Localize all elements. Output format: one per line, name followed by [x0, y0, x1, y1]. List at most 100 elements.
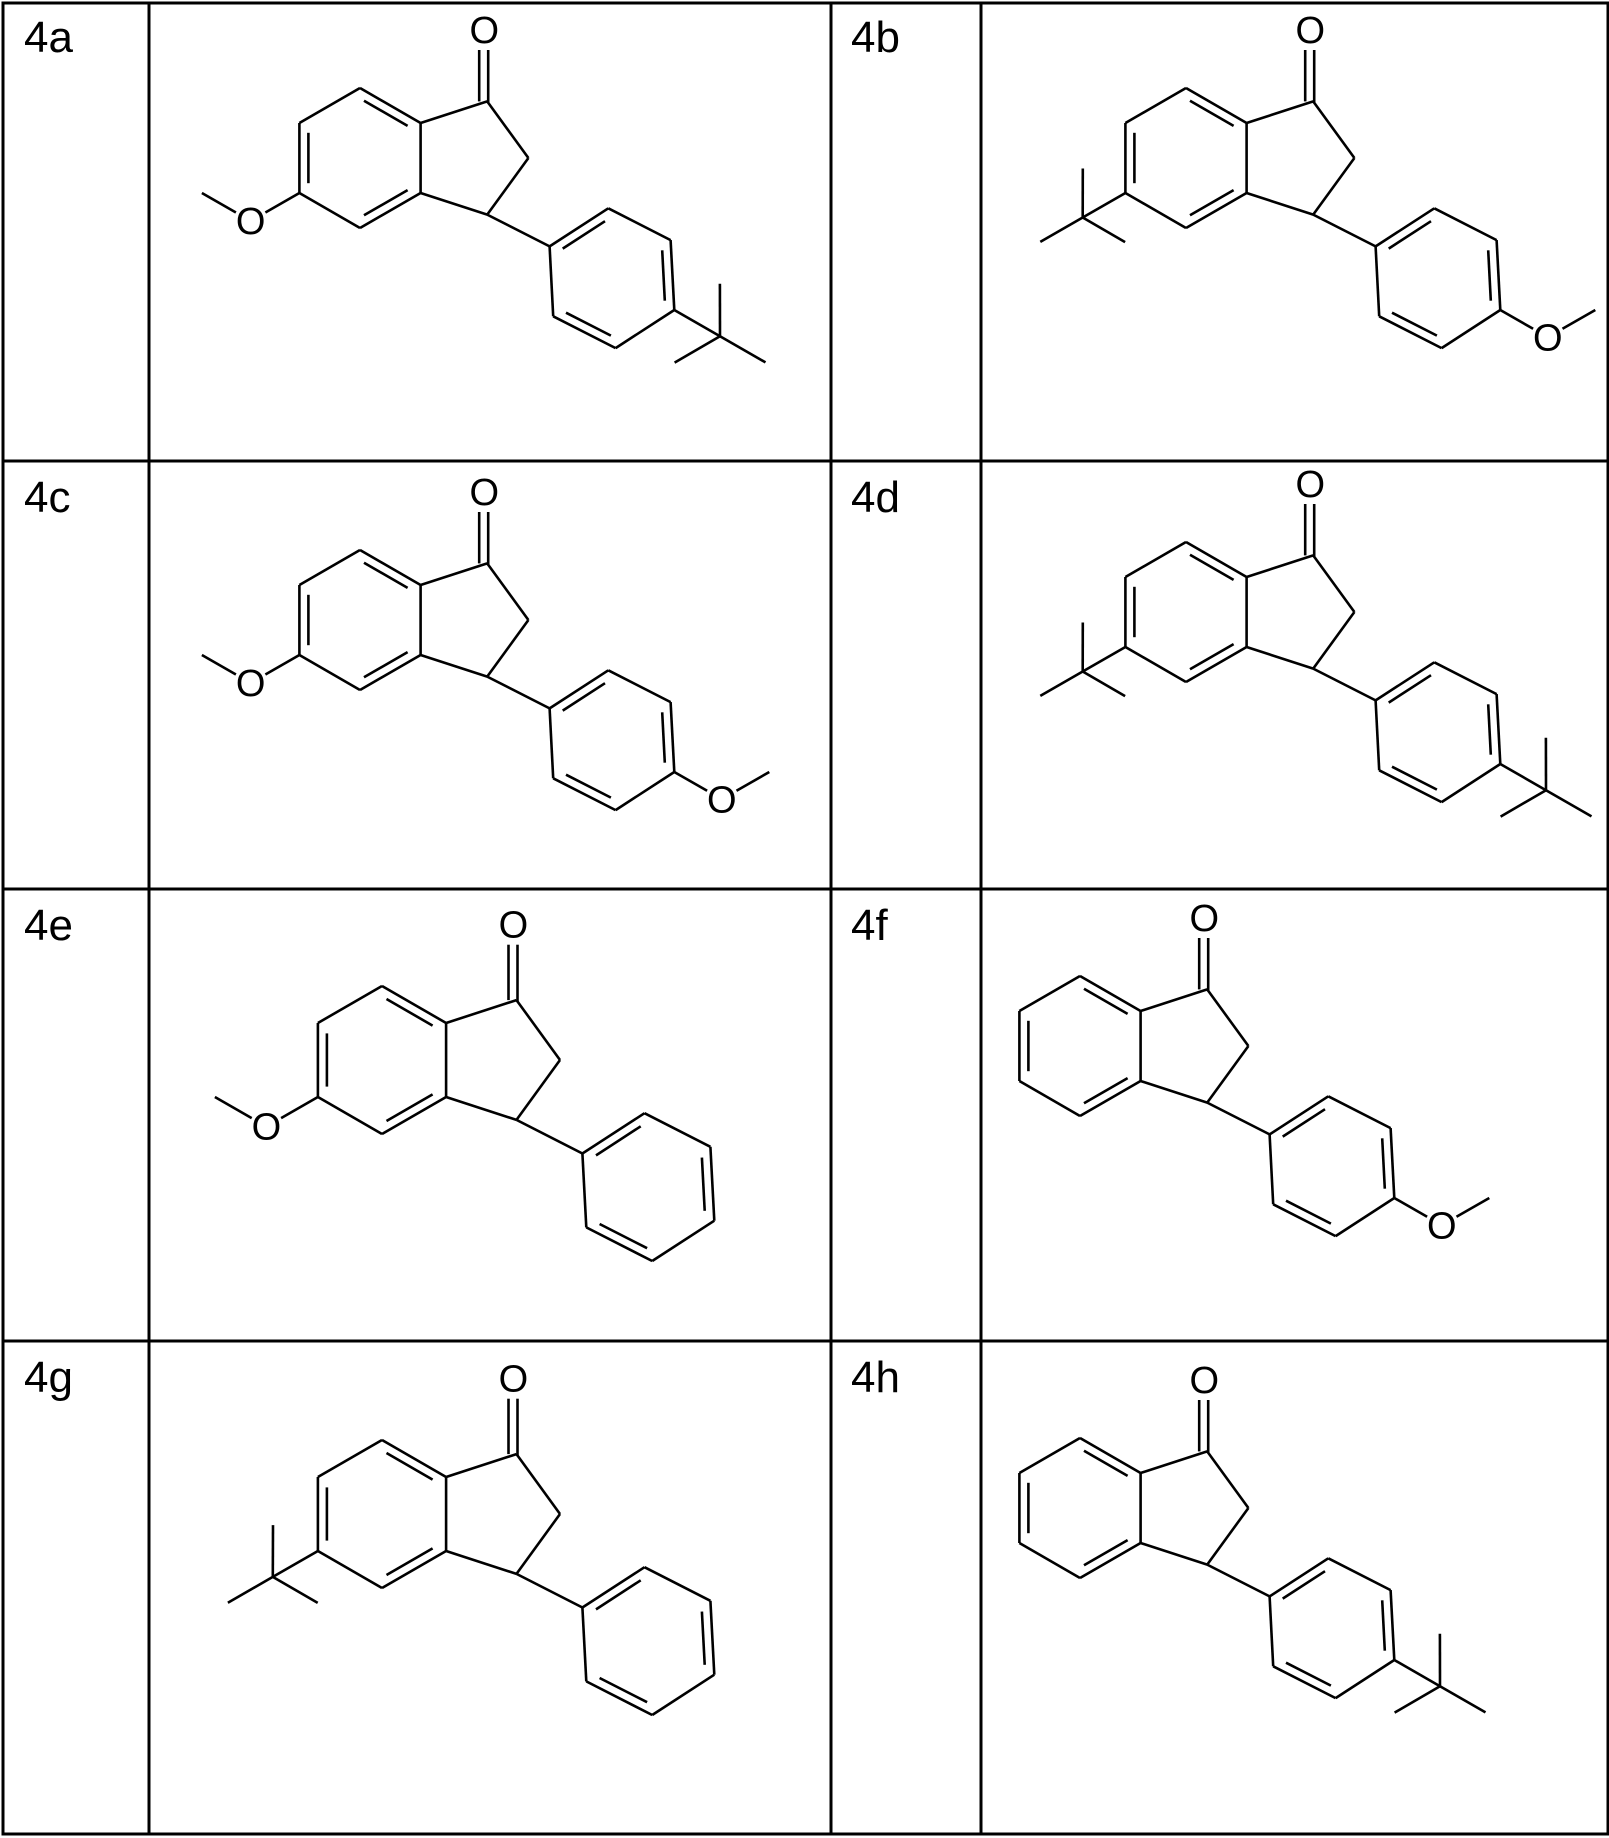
compound-label-4d: 4d	[851, 473, 900, 522]
ring-bond	[382, 1551, 446, 1588]
ring-bond	[582, 1113, 644, 1153]
compound-label-4f: 4f	[851, 901, 888, 950]
ring-bond	[710, 1601, 714, 1675]
ring-bond	[382, 1097, 446, 1134]
ring-bond	[1125, 88, 1186, 123]
methyl-bond	[1546, 790, 1592, 816]
ring-bond	[1336, 1198, 1395, 1236]
tbutyl-bond	[1083, 193, 1126, 218]
double-bond-inner-line	[702, 1158, 705, 1211]
ring-bond	[1019, 1081, 1080, 1116]
ring-bond	[1497, 694, 1501, 764]
ring-bond	[1019, 1438, 1080, 1473]
tbutyl-bond	[1394, 1660, 1440, 1686]
ring-bond	[1391, 1590, 1395, 1660]
double-bond-inner-line	[1488, 250, 1491, 300]
ring-bond	[517, 1454, 561, 1514]
tbutyl-bond	[674, 310, 720, 336]
ring-bond	[487, 563, 528, 620]
methyl-bond	[1040, 672, 1082, 696]
aryl-bond	[1313, 669, 1375, 701]
ring-bond	[299, 193, 360, 228]
double-bond-inner-line	[1084, 989, 1128, 1014]
ring-bond	[710, 1147, 714, 1221]
structure-4e: OO	[215, 905, 714, 1261]
double-bond-inner-line	[600, 1678, 648, 1702]
double-bond-inner-line	[1392, 767, 1437, 790]
ring-bond	[1328, 1558, 1390, 1590]
oxygen-atom-label: O	[1533, 317, 1563, 359]
methyl-bond	[273, 1577, 318, 1603]
double-bond-inner-line	[364, 563, 408, 588]
oxygen-atom-label: O	[1190, 898, 1220, 940]
oxygen-atom-label: O	[470, 472, 500, 514]
ring-bond	[1125, 647, 1186, 682]
aryl-bond	[1207, 1565, 1269, 1597]
ring-bond	[446, 1454, 516, 1477]
ring-bond	[1019, 1543, 1080, 1578]
methoxy-bond	[265, 193, 299, 213]
double-bond-inner-line	[600, 1224, 648, 1248]
ring-bond	[608, 208, 670, 240]
ring-bond	[1247, 647, 1314, 669]
structure-4c: OOO	[202, 472, 769, 821]
structure-4d: O	[1040, 464, 1591, 817]
ring-bond	[382, 1440, 446, 1477]
double-bond-inner-line	[662, 712, 665, 762]
structures-layer: OOOOOOOOOOOOOO	[202, 10, 1595, 1715]
double-bond-inner-line	[1488, 704, 1491, 754]
ring-bond	[487, 620, 528, 677]
ring-bond	[1141, 1081, 1208, 1103]
aryl-bond	[1313, 215, 1375, 247]
methyl-bond	[228, 1577, 273, 1603]
double-bond-inner-line	[364, 190, 408, 215]
ring-bond	[1080, 1081, 1141, 1116]
oxygen-atom-label: O	[236, 663, 266, 705]
aryl-bond	[517, 1574, 583, 1608]
ring-bond	[1186, 88, 1247, 123]
ring-bond	[1434, 208, 1496, 240]
double-bond-inner-line	[566, 775, 611, 798]
compound-label-4g: 4g	[24, 1353, 73, 1402]
ring-bond	[360, 88, 421, 123]
compound-label-4h: 4h	[851, 1353, 900, 1402]
ring-bond	[1376, 208, 1435, 246]
ring-bond	[1141, 1451, 1208, 1473]
ring-bond	[1270, 1096, 1329, 1134]
ring-bond	[318, 1551, 382, 1588]
compound-label-4a: 4a	[24, 13, 73, 62]
methoxy-bond	[281, 1097, 318, 1118]
structure-4a: OO	[202, 10, 766, 363]
oxygen-atom-label: O	[1190, 1360, 1220, 1402]
double-bond-inner-line	[1382, 1138, 1385, 1188]
ring-bond	[586, 1681, 652, 1715]
ring-bond	[487, 101, 528, 158]
methyl-bond	[1440, 1686, 1486, 1712]
compound-label-4b: 4b	[851, 13, 900, 62]
oxygen-atom-label: O	[1296, 464, 1326, 506]
ring-bond	[671, 240, 675, 310]
methoxy-methyl-bond	[1457, 1198, 1490, 1217]
ring-bond	[382, 986, 446, 1023]
double-bond-inner-line	[1392, 313, 1437, 336]
ring-bond	[652, 1221, 714, 1261]
tbutyl-bond	[1500, 764, 1546, 790]
ring-bond	[1270, 1134, 1274, 1204]
ring-bond	[299, 550, 360, 585]
ring-bond	[1313, 158, 1354, 215]
aryl-bond	[487, 677, 549, 709]
ring-bond	[582, 1608, 586, 1682]
double-bond-inner-line	[1190, 555, 1234, 580]
methoxy-methyl-bond	[1563, 310, 1596, 329]
oxygen-atom-label: O	[252, 1107, 282, 1149]
ring-bond	[1376, 700, 1380, 770]
ring-bond	[446, 1000, 516, 1023]
ring-bond	[1207, 1046, 1248, 1103]
oxygen-atom-label: O	[1296, 10, 1326, 52]
ring-bond	[1207, 1508, 1248, 1565]
ring-bond	[616, 310, 675, 348]
ring-bond	[360, 655, 421, 690]
oxygen-atom-label: O	[236, 201, 266, 243]
ring-bond	[1207, 1451, 1248, 1508]
ring-bond	[1186, 542, 1247, 577]
